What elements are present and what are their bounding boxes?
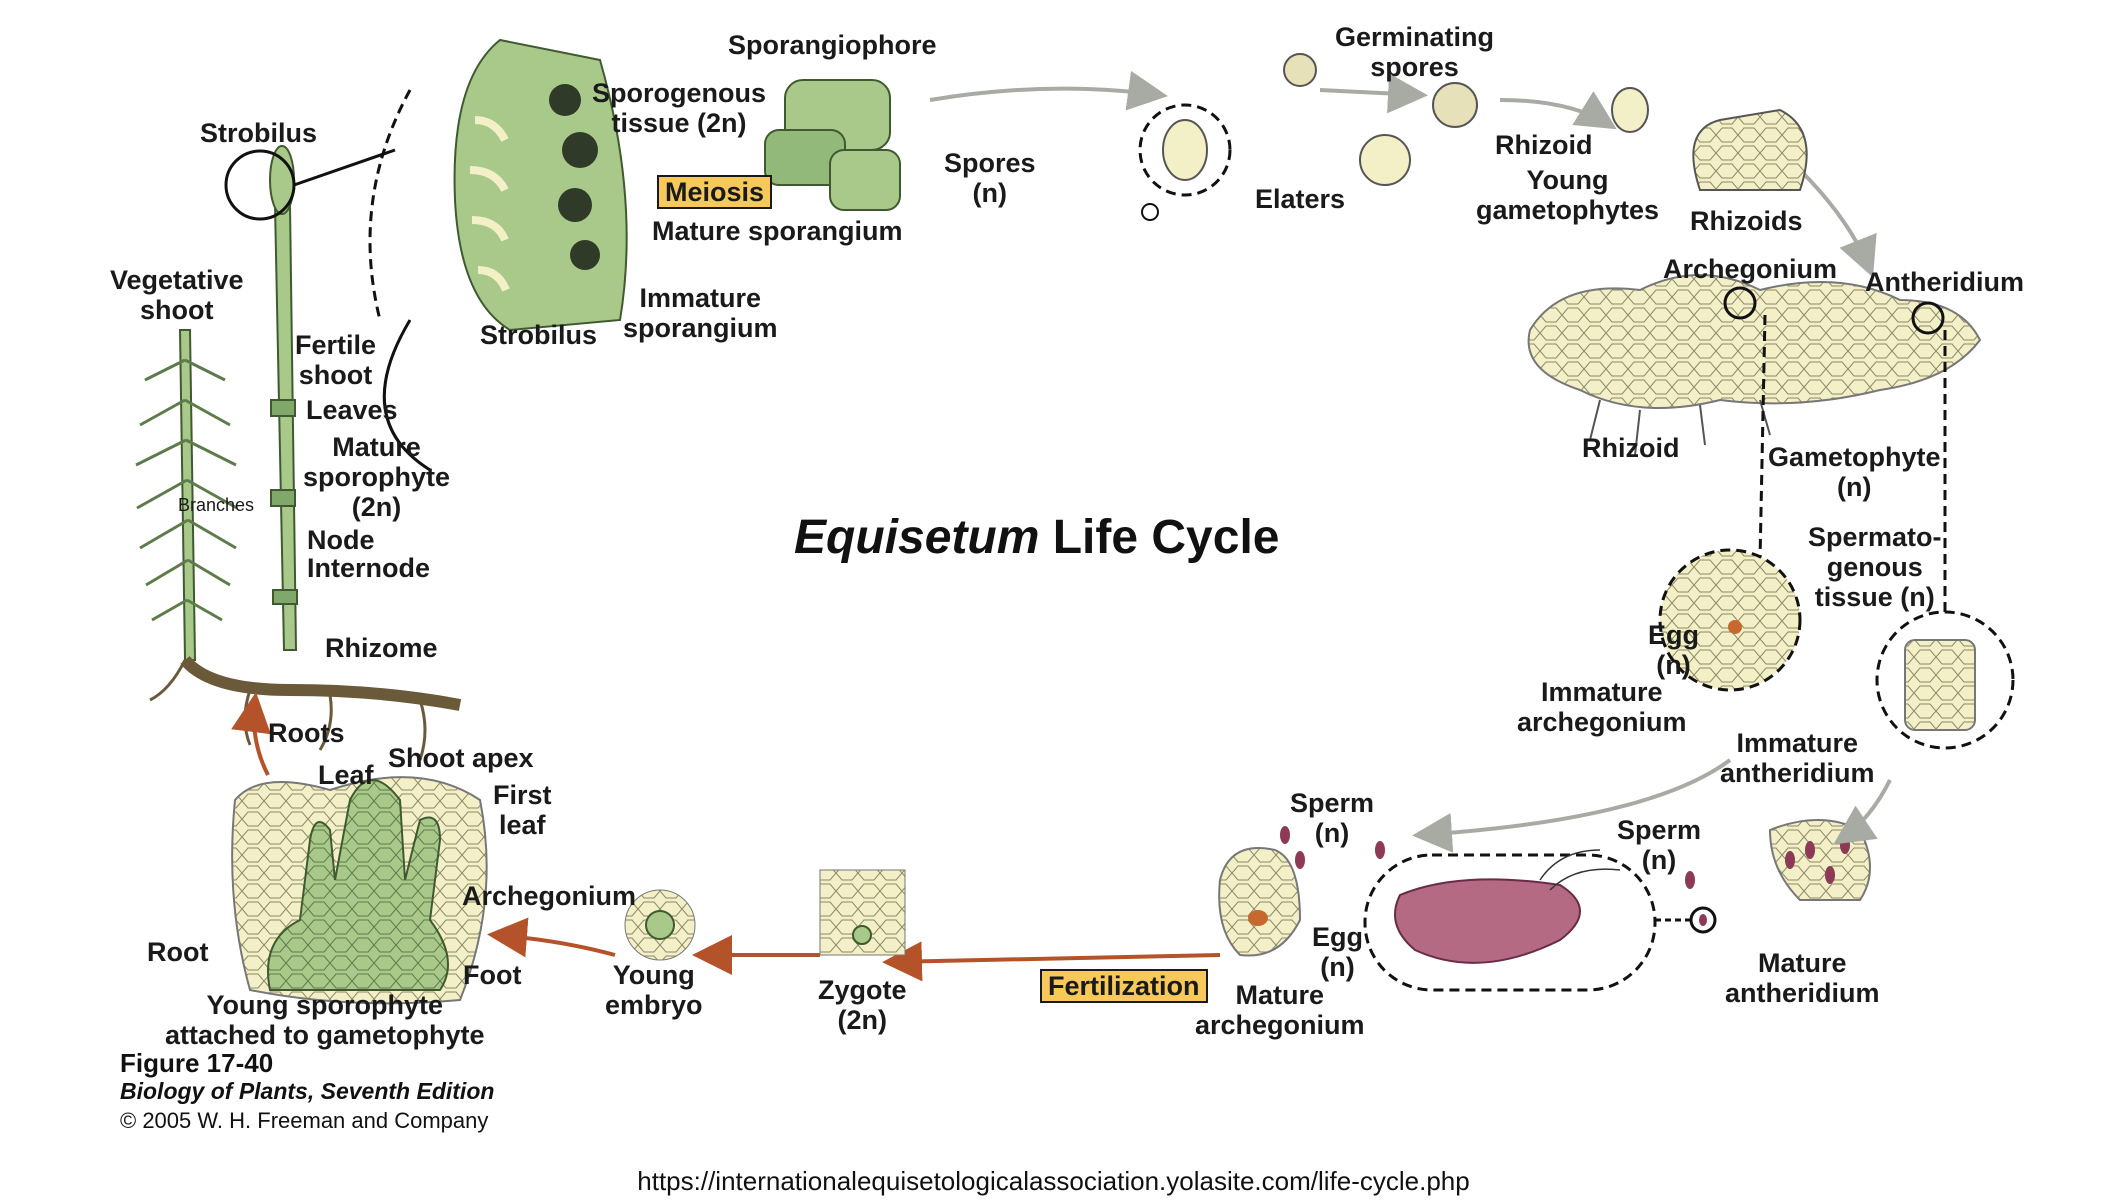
young-gametophyte-drawing (1611, 87, 1808, 191)
mature-gametophyte-drawing (1527, 274, 1982, 620)
zygote-drawing (819, 869, 906, 956)
label-antheridium-top: Antheridium (1865, 267, 2024, 297)
fertilization-box: Fertilization (1040, 969, 1208, 1003)
label-spores: Spores(n) (944, 148, 1036, 208)
label-internode: Internode (307, 553, 431, 583)
meiosis-box: Meiosis (657, 175, 773, 209)
label-roots: Roots (268, 718, 345, 748)
figure-book: Biology of Plants, Seventh Edition (120, 1078, 495, 1104)
sperm-detail (1280, 826, 1717, 992)
label-rhizoids: Rhizoids (1690, 206, 1803, 236)
label-shoot-apex: Shoot apex (388, 743, 534, 773)
label-strobilus: Strobilus (200, 118, 318, 148)
immature-antheridium-drawing (1875, 610, 2015, 750)
figure-number: Figure 17-40 (120, 1048, 274, 1078)
label-leaves: Leaves (306, 395, 398, 425)
germinating-spores (1138, 53, 1478, 221)
label-egg-lower: Egg(n) (1312, 922, 1363, 982)
diagram-title: Equisetum Life Cycle (794, 511, 1280, 564)
sporangiophore-detail (764, 79, 901, 211)
immature-archegonium-drawing (1658, 548, 1802, 692)
strobilus-section (453, 38, 628, 332)
mature-antheridium-drawing (1768, 819, 1871, 901)
young-embryo-drawing (624, 889, 696, 961)
label-branches: Branches (178, 495, 255, 515)
label-node: Node (307, 525, 375, 555)
label-gametophyte: Gametophyte(n) (1768, 442, 1941, 502)
label-archegonium-top: Archegonium (1663, 254, 1838, 284)
label-rhizoid-mid: Rhizoid (1582, 433, 1680, 463)
label-sperm-left: Sperm(n) (1290, 788, 1375, 848)
young-sporophyte-drawing (231, 776, 488, 1005)
label-rhizoid-top: Rhizoid (1495, 130, 1593, 160)
label-zygote: Zygote(2n) (818, 975, 907, 1035)
label-sperm-right: Sperm(n) (1617, 815, 1702, 875)
label-root: Root (147, 937, 209, 967)
source-url: https://internationalequisetologicalasso… (637, 1166, 1470, 1196)
label-leaf: Leaf (318, 760, 374, 790)
label-sporangiophore: Sporangiophore (728, 30, 937, 60)
label-archegonium-bottom: Archegonium (462, 881, 637, 911)
label-strobilus-section: Strobilus (480, 320, 598, 350)
label-mature-sporangium: Mature sporangium (652, 216, 903, 246)
figure-copyright: © 2005 W. H. Freeman and Company (120, 1108, 489, 1133)
label-rhizome: Rhizome (325, 633, 438, 663)
label-egg-upper: Egg(n) (1648, 620, 1699, 680)
mature-archegonium-drawing (1218, 847, 1302, 957)
label-foot: Foot (463, 960, 522, 990)
label-elaters: Elaters (1255, 184, 1346, 214)
